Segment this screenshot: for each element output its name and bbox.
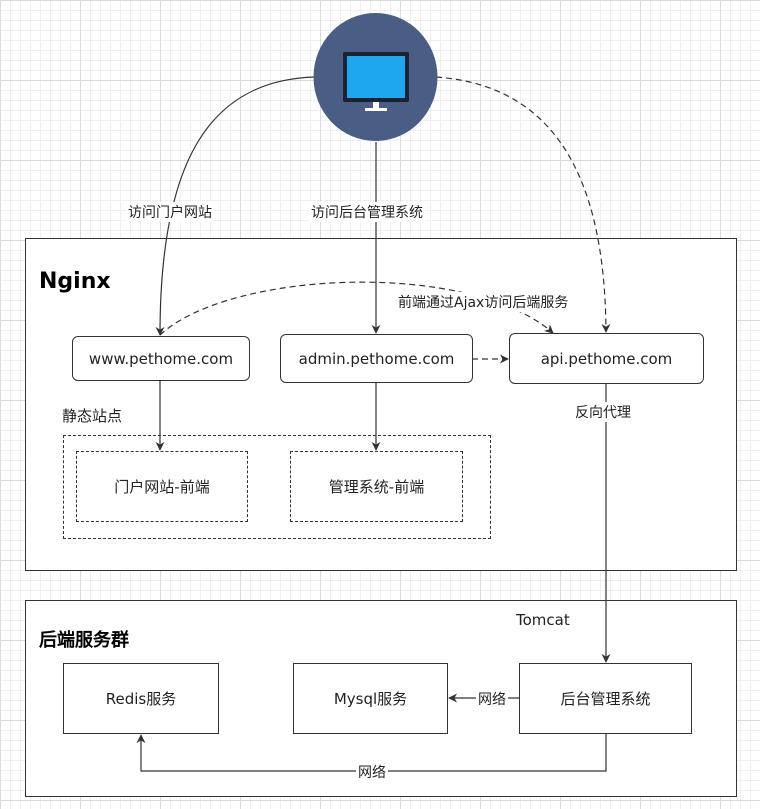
label-visit-portal: 访问门户网站 <box>126 202 214 222</box>
backend-title: 后端服务群 <box>39 630 129 651</box>
label-network-mysql: 网络 <box>476 689 508 709</box>
computer-monitor-icon <box>313 12 438 142</box>
www-node: www.pethome.com <box>72 336 250 381</box>
label-ajax: 前端通过Ajax访问后端服务 <box>396 292 571 312</box>
static-site-title: 静态站点 <box>62 407 123 425</box>
portal-frontend-node: 门户网站-前端 <box>76 451 248 522</box>
admin-frontend-node: 管理系统-前端 <box>290 451 463 522</box>
label-tomcat: Tomcat <box>516 611 570 629</box>
redis-node: Redis服务 <box>63 663 219 734</box>
api-node: api.pethome.com <box>509 333 704 384</box>
nginx-title: Nginx <box>39 269 111 294</box>
label-network-redis: 网络 <box>356 762 388 782</box>
admin-node: admin.pethome.com <box>280 334 473 383</box>
label-visit-admin: 访问后台管理系统 <box>309 202 425 222</box>
mysql-node: Mysql服务 <box>293 663 448 734</box>
label-reverse-proxy: 反向代理 <box>573 402 633 422</box>
backend-admin-node: 后台管理系统 <box>519 663 692 734</box>
